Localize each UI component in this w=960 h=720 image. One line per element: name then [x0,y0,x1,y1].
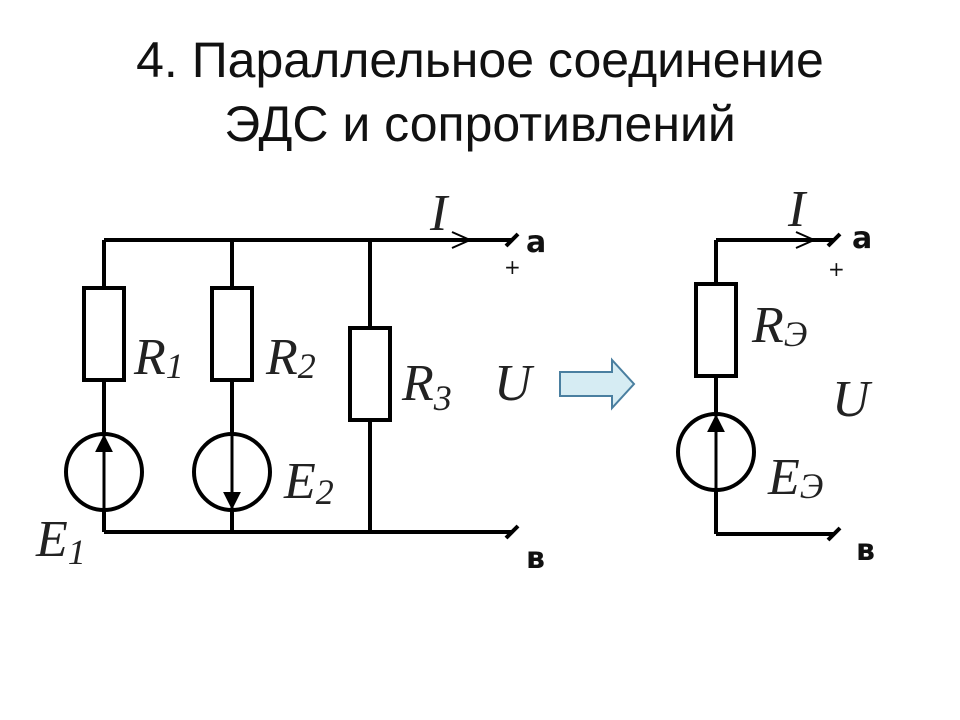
plus-sign: + [504,255,521,279]
left-circuit: a в + I U R1 R2 R3 E1 E2 [35,185,546,576]
e2-label: E2 [283,453,334,512]
current-arrow-icon [451,231,473,249]
terminal-a-label: a [526,225,546,260]
terminal-b-dot-icon [504,524,520,540]
terminal-b-label: в [526,541,545,576]
resistor-re [694,282,738,378]
equivalent-terminal-b-dot-icon [826,526,842,542]
r1-label: R1 [133,329,184,386]
title-line-2: ЭДС и сопротивлений [224,96,736,152]
equivalent-voltage-label: U [832,371,873,428]
equivalent-current-label: I [787,181,808,238]
equivalent-terminal-b-label: в [856,533,875,568]
terminal-a-dot-icon [504,232,520,248]
transform-arrow-icon [559,357,636,411]
title-line-1: 4. Параллельное соединение [136,32,824,88]
slide-title: 4. Параллельное соединение ЭДС и сопроти… [0,28,960,156]
current-label: I [429,185,450,242]
equivalent-terminal-a-dot-icon [826,232,842,248]
r2-label: R2 [265,329,316,386]
equivalent-terminal-a-label: a [852,221,872,256]
r3-label: R3 [401,355,452,418]
e1-label: E1 [35,511,86,572]
resistor-r3 [348,326,392,422]
equivalent-plus-sign: + [828,257,845,281]
right-circuit: a в + I U RЭ EЭ [676,181,875,568]
resistor-r1 [82,286,126,382]
resistor-r2 [210,286,254,382]
equivalent-current-arrow-icon [795,231,817,249]
voltage-label: U [494,355,535,412]
ee-label: EЭ [767,449,823,506]
re-label: RЭ [751,297,807,354]
